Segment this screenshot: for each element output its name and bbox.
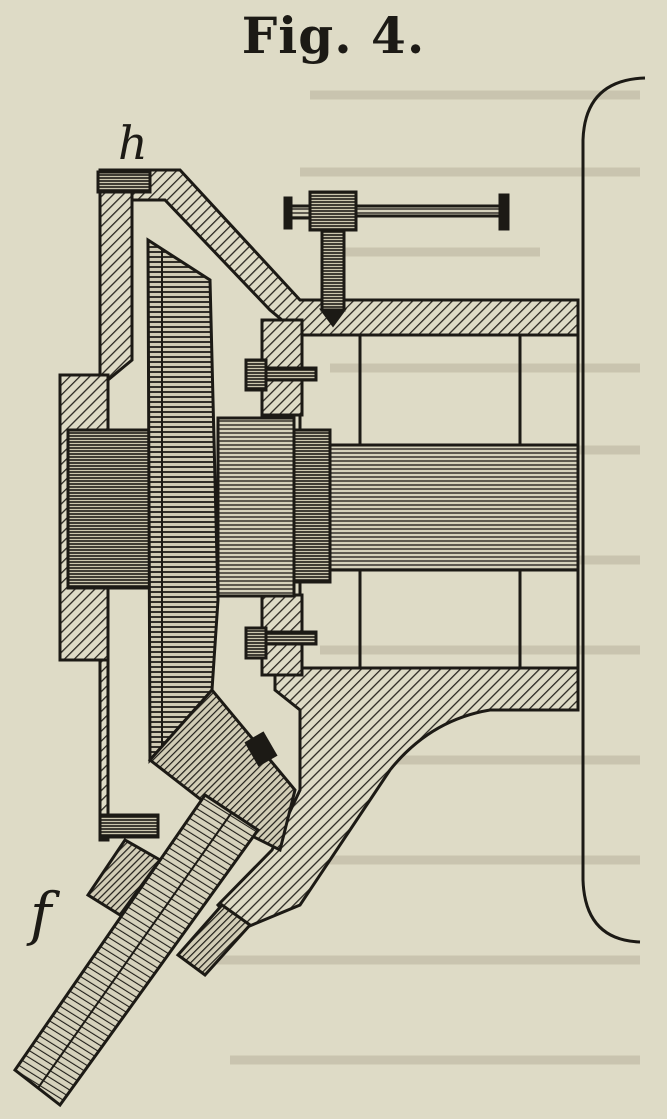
frame-bracket [581, 76, 646, 944]
shaft-collar [290, 428, 332, 584]
cover-top-bolt [96, 170, 152, 194]
flange-bolts [244, 358, 318, 660]
shaft-bushing [85, 838, 163, 918]
shaft-center-line [37, 811, 233, 1089]
label-h: h [118, 116, 148, 170]
drive-shaft [12, 792, 261, 1108]
figure-title: Fig. 4. [241, 6, 426, 65]
bevel-gear [146, 237, 220, 764]
cover-bolt [98, 813, 160, 839]
main-shaft [298, 443, 580, 572]
gear-hub [216, 416, 296, 598]
label-f: f [30, 880, 52, 948]
lower-housing [215, 666, 580, 932]
set-screw [283, 190, 510, 328]
left-hub [66, 428, 154, 590]
pinion-nut [244, 731, 278, 767]
shaft-bushing-lower [175, 902, 253, 978]
